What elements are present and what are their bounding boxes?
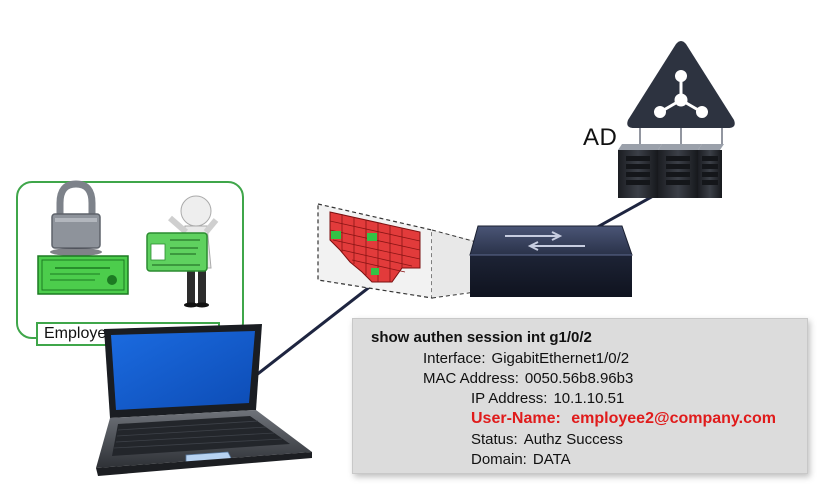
status-value: Authz Success [523, 431, 623, 448]
session-output-panel: show authen session int g1/0/2 Interface… [352, 318, 808, 474]
domain-label: Domain: [471, 451, 527, 468]
network-switch-icon [469, 225, 633, 297]
switch-port-grid [329, 211, 421, 283]
mac-line: MAC Address: 0050.56b8.96b3 [423, 370, 633, 387]
ad-label: AD [583, 124, 618, 151]
mac-value: 0050.56b8.96b3 [524, 370, 634, 387]
interface-value: GigabitEthernet1/0/2 [491, 350, 630, 367]
domain-line: Domain: DATA [471, 451, 571, 468]
interface-line: Interface: GigabitEthernet1/0/2 [423, 350, 629, 367]
ip-line: IP Address: 10.1.10.51 [471, 390, 624, 407]
status-label: Status: [471, 431, 518, 448]
mac-label: MAC Address: [423, 370, 519, 387]
employee-label: Employe [36, 322, 220, 346]
session-command: show authen session int g1/0/2 [371, 329, 592, 346]
username-line: User-Name: employee2@company.com [471, 410, 776, 428]
employee-credentials-box [16, 181, 244, 339]
status-line: Status: Authz Success [471, 431, 623, 448]
ip-label: IP Address: [471, 390, 548, 407]
active-directory-icon [627, 41, 735, 145]
username-value: employee2@company.com [571, 410, 776, 427]
domain-value: DATA [532, 451, 571, 468]
interface-label: Interface: [423, 350, 486, 367]
ip-value: 10.1.10.51 [553, 390, 625, 407]
username-label: User-Name: [471, 410, 561, 427]
server-rack-icon [618, 144, 724, 198]
